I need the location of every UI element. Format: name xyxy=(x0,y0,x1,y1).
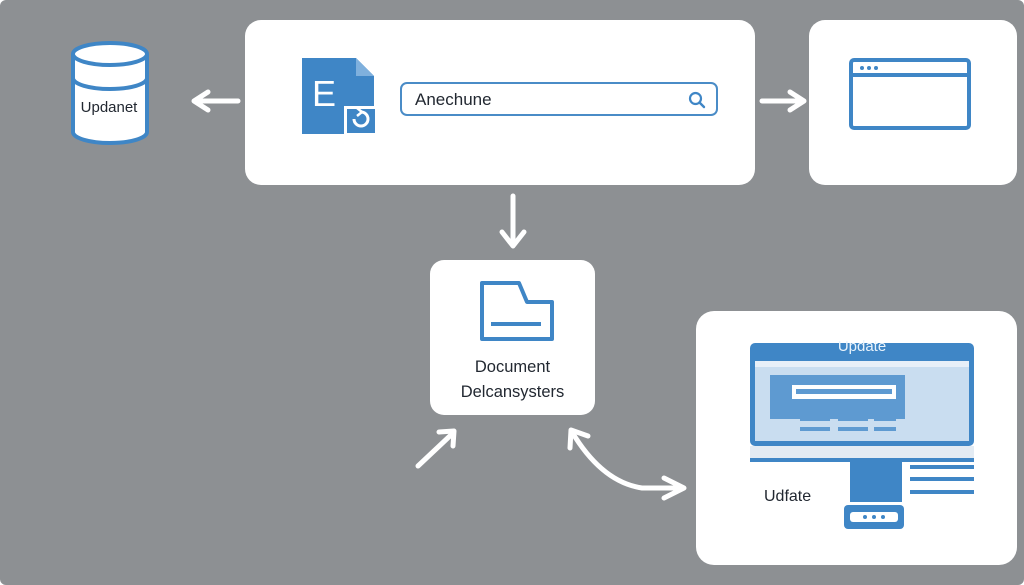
arrow-to-database xyxy=(191,89,241,113)
app-e-letter: E xyxy=(312,73,336,114)
database-label: Updanet xyxy=(80,99,138,116)
document-subtitle: Delcansysters xyxy=(460,383,565,401)
database-icon xyxy=(71,41,149,145)
monitor-caption: Udfate xyxy=(764,488,812,505)
monitor-icon xyxy=(750,343,974,529)
search-input[interactable]: Anechune xyxy=(400,82,718,116)
monitor-header-label: Update xyxy=(837,338,887,355)
arrow-to-window xyxy=(759,89,807,113)
search-value: Anechune xyxy=(415,90,492,109)
browser-window-icon xyxy=(849,58,971,130)
curved-arrow-to-monitor xyxy=(567,427,687,501)
app-e-icon: E xyxy=(302,58,378,136)
search-icon[interactable] xyxy=(688,91,706,109)
arrow-down xyxy=(499,193,527,249)
arrow-up-right xyxy=(415,428,457,469)
document-icon xyxy=(480,281,554,341)
document-title: Document xyxy=(474,358,551,376)
